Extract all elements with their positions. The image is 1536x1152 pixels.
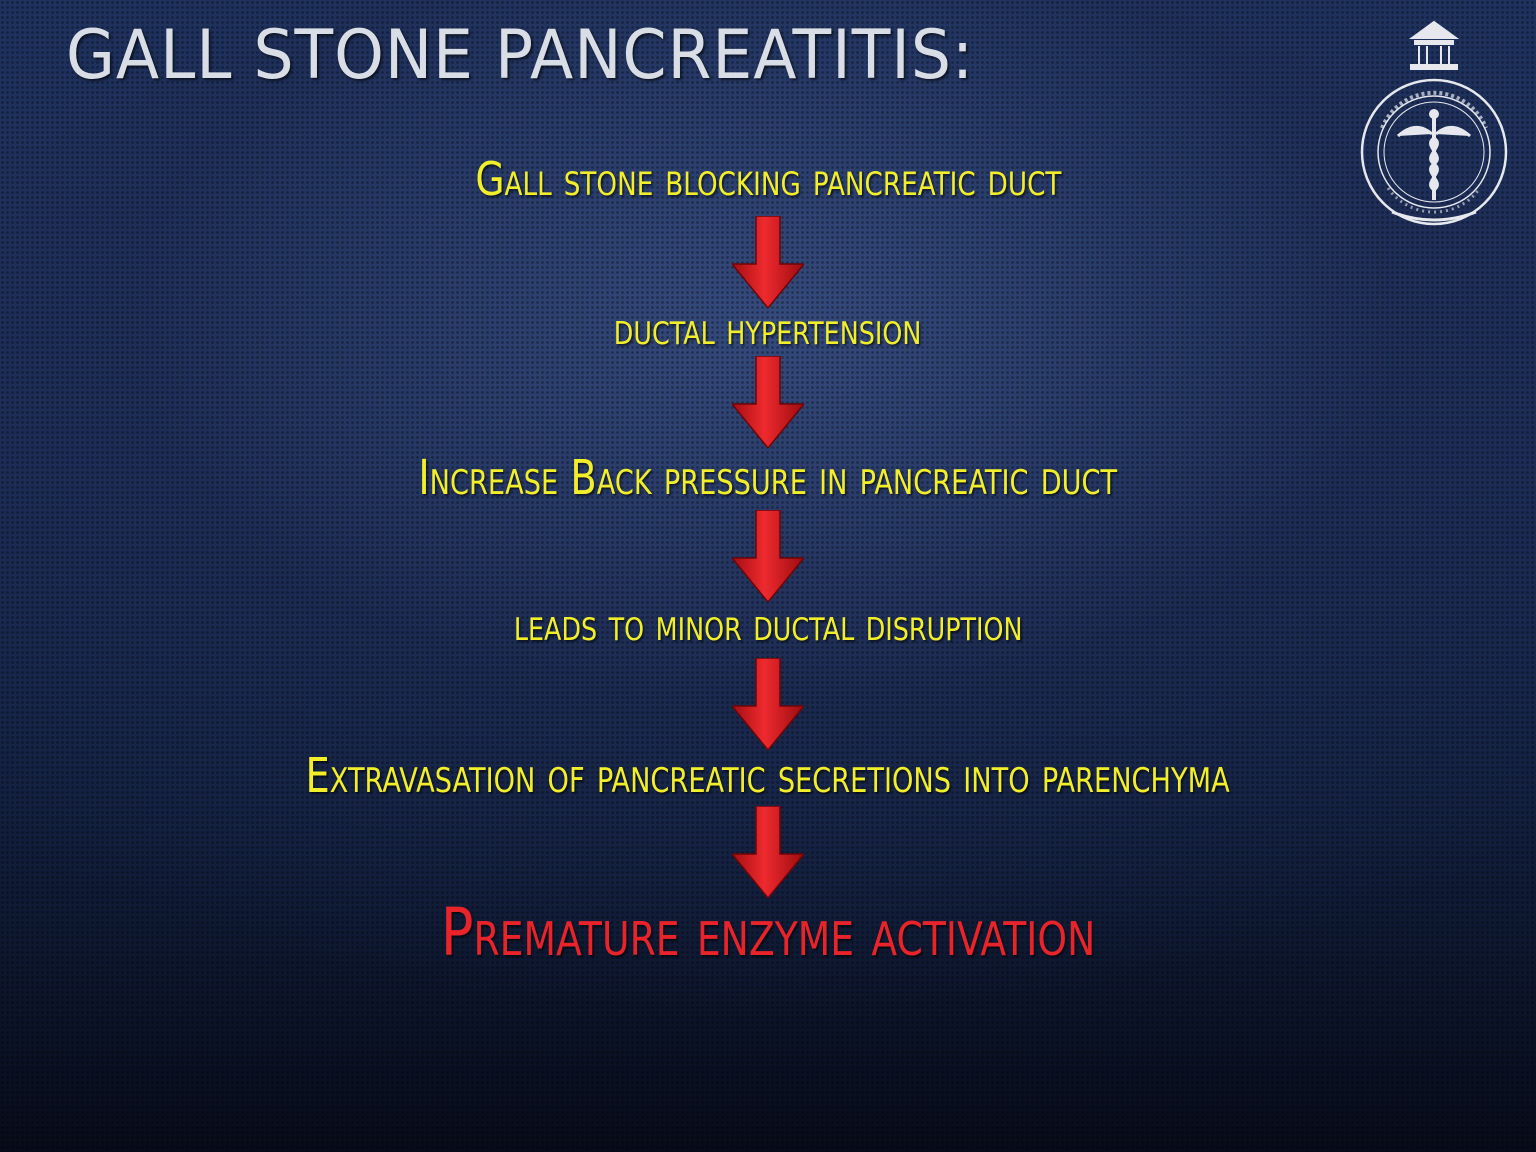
flow-step-1: Gall stone blocking pancreatic duct [474, 152, 1062, 206]
flow-step-5: Extravasation of pancreatic secretions i… [305, 748, 1231, 804]
down-arrow-icon [732, 806, 804, 898]
flow-step-2: ductal hypertension [614, 304, 922, 355]
slide-title: GALL STONE PANCREATITIS: [66, 16, 975, 95]
flow-step-4: leads to minor ductal disruption [513, 600, 1023, 651]
caduceus-seal-icon [1360, 20, 1508, 226]
down-arrow-icon [732, 510, 804, 602]
flow-final-step: Premature enzyme activation [440, 894, 1096, 971]
down-arrow-icon [732, 658, 804, 750]
flow-step-3: Increase Back pressure in pancreatic duc… [418, 450, 1118, 506]
down-arrow-icon [732, 356, 804, 448]
down-arrow-icon [732, 216, 804, 308]
